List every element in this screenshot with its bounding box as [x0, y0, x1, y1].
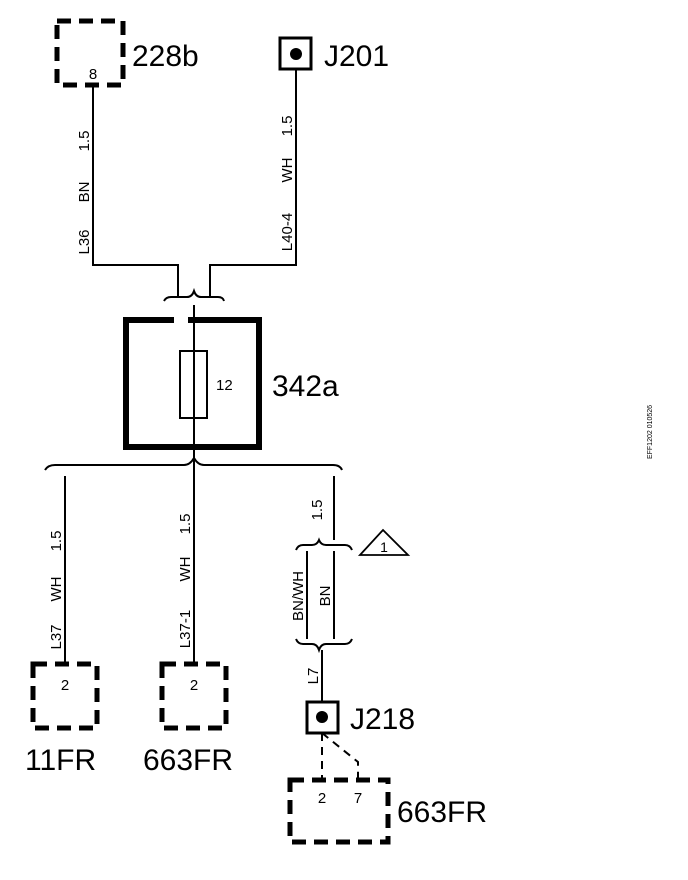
- note-number: 1: [380, 539, 388, 555]
- wire-l37-1-id: L37-1: [177, 610, 194, 648]
- connector-663fr-left-box: [159, 661, 229, 731]
- wire-l40-4-size: 1.5: [279, 116, 296, 137]
- label-j201: J201: [324, 40, 389, 73]
- wire-l36-id: L36: [76, 229, 93, 254]
- splice-j201-dot: [290, 48, 302, 60]
- label-11fr: 11FR: [25, 744, 96, 777]
- label-j218: J218: [350, 703, 415, 736]
- label-fuse-12: 12: [216, 377, 233, 394]
- pin-228b: 8: [89, 66, 97, 83]
- drawing-reference: EFF1202 010526: [647, 405, 654, 459]
- wire-l36-color: BN: [76, 182, 93, 203]
- wire-l37-color: WH: [48, 577, 65, 602]
- wire-l37-size: 1.5: [48, 531, 65, 552]
- bracket-top: [163, 287, 225, 302]
- label-342a: 342a: [272, 370, 339, 403]
- fuse-box-342a: [123, 317, 262, 450]
- wire-l37-1-size: 1.5: [177, 514, 194, 535]
- wire-l7-color-a: BN/WH: [290, 571, 307, 621]
- wire-l7-size: 1.5: [309, 500, 326, 521]
- wire-l7-color-b: BN: [317, 586, 334, 607]
- label-663fr-left: 663FR: [143, 744, 233, 777]
- wire-l40-4-id: L40-4: [279, 213, 296, 251]
- pin-663fr-left: 2: [190, 677, 198, 694]
- jumper-j218-dashed: [321, 732, 359, 780]
- wire-l37-1-color: WH: [177, 557, 194, 582]
- pin-11fr: 2: [61, 677, 69, 694]
- connector-663fr-bottom-box: [287, 777, 391, 845]
- splice-j218-dot: [316, 711, 328, 723]
- label-228b: 228b: [132, 40, 199, 73]
- wire-l36: [92, 85, 179, 297]
- bracket-option-top: [295, 537, 353, 551]
- wire-l37-id: L37: [48, 624, 65, 649]
- pin-663fr-bottom-b: 7: [354, 790, 362, 807]
- bracket-distribution: [44, 455, 343, 471]
- bracket-option-bottom: [295, 638, 353, 654]
- wire-l40-4: [209, 69, 297, 297]
- connector-11fr-box: [30, 661, 100, 731]
- wire-l40-4-color: WH: [279, 158, 296, 183]
- wire-l36-size: 1.5: [76, 131, 93, 152]
- note-triangle: [357, 528, 411, 556]
- connector-228b-box: [54, 18, 126, 88]
- pin-663fr-bottom-a: 2: [318, 790, 326, 807]
- wire-l7-id: L7: [305, 668, 322, 685]
- label-663fr-bottom: 663FR: [397, 796, 487, 829]
